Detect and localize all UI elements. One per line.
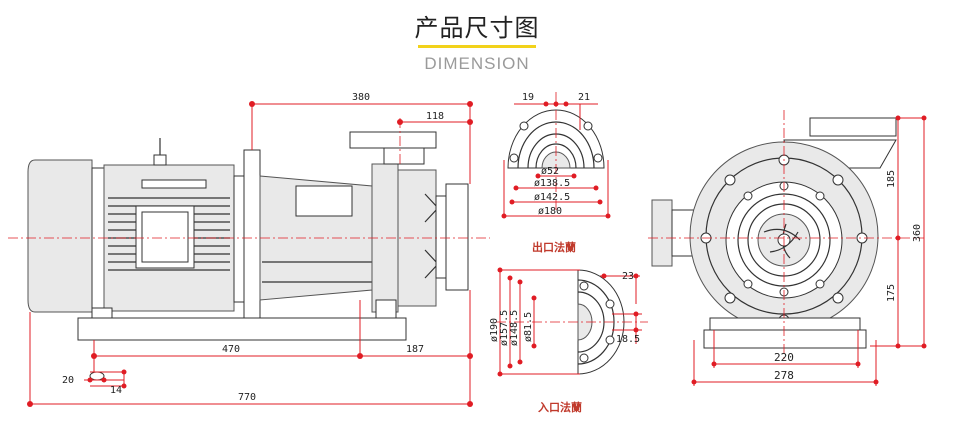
dim-outlet-top-right: 21 [578,92,590,103]
lifting-eye [153,154,167,166]
dim-outlet-offset: 118 [426,111,444,122]
inlet-flange-label: 入口法蘭 [538,400,582,414]
dim-front-base-inner: 220 [774,351,794,364]
dim-front-total: 360 [912,224,923,242]
front-view-dimensions: 185 175 360 220 278 [691,115,927,386]
dim-inlet-d2: ø148.5 [509,310,520,346]
dim-inlet-d3: ø81.5 [523,312,534,342]
dim-outlet-bore: ø52 [541,166,559,177]
dim-outlet-d3: ø180 [538,206,562,217]
dim-front-upper: 185 [886,170,897,188]
side-view-dimensions: 380 118 470 187 20 14 770 [27,92,473,407]
motor-fan-cover [27,159,93,313]
outlet-flange-side [349,131,437,149]
page-subtitle: DIMENSION [424,54,530,73]
dim-overall-top: 380 [352,92,370,103]
dim-inlet-right-top: 23 [622,271,634,282]
title-underline [418,45,536,48]
motor-flange [243,149,261,323]
dim-front-base-outer: 278 [774,369,794,382]
dim-base-right: 187 [406,344,424,355]
dim-overall-length: 770 [238,392,256,403]
front-outlet-flange [809,117,897,137]
dim-foot-hole: 20 [62,375,74,386]
front-view [648,110,924,360]
outlet-flange-label: 出口法蘭 [532,240,576,254]
dim-base-left: 470 [222,344,240,355]
dim-inlet-right-bottom: 18.5 [616,334,640,345]
front-inlet-stub [651,199,673,267]
dim-inlet-d1: ø157.5 [499,310,510,346]
inlet-flange-view: ø190 ø157.5 ø148.5 ø81.5 23 18.5 入口法蘭 [489,267,648,414]
dim-outlet-d2: ø142.5 [534,192,570,203]
dim-foot-width: 14 [110,385,122,396]
dim-outlet-d1: ø138.5 [534,178,570,189]
page-title: 产品尺寸图 [414,14,540,42]
base-plate [77,317,407,341]
inlet-flange-side [445,183,469,291]
side-view [8,118,490,341]
dim-outlet-top-left: 19 [522,92,534,103]
dim-inlet-outer: ø190 [489,318,500,342]
outlet-flange-view: 19 21 ø52 ø138.5 ø142.5 ø180 出口法蘭 [501,92,611,254]
dim-front-lower: 175 [886,284,897,302]
front-base [703,329,867,349]
